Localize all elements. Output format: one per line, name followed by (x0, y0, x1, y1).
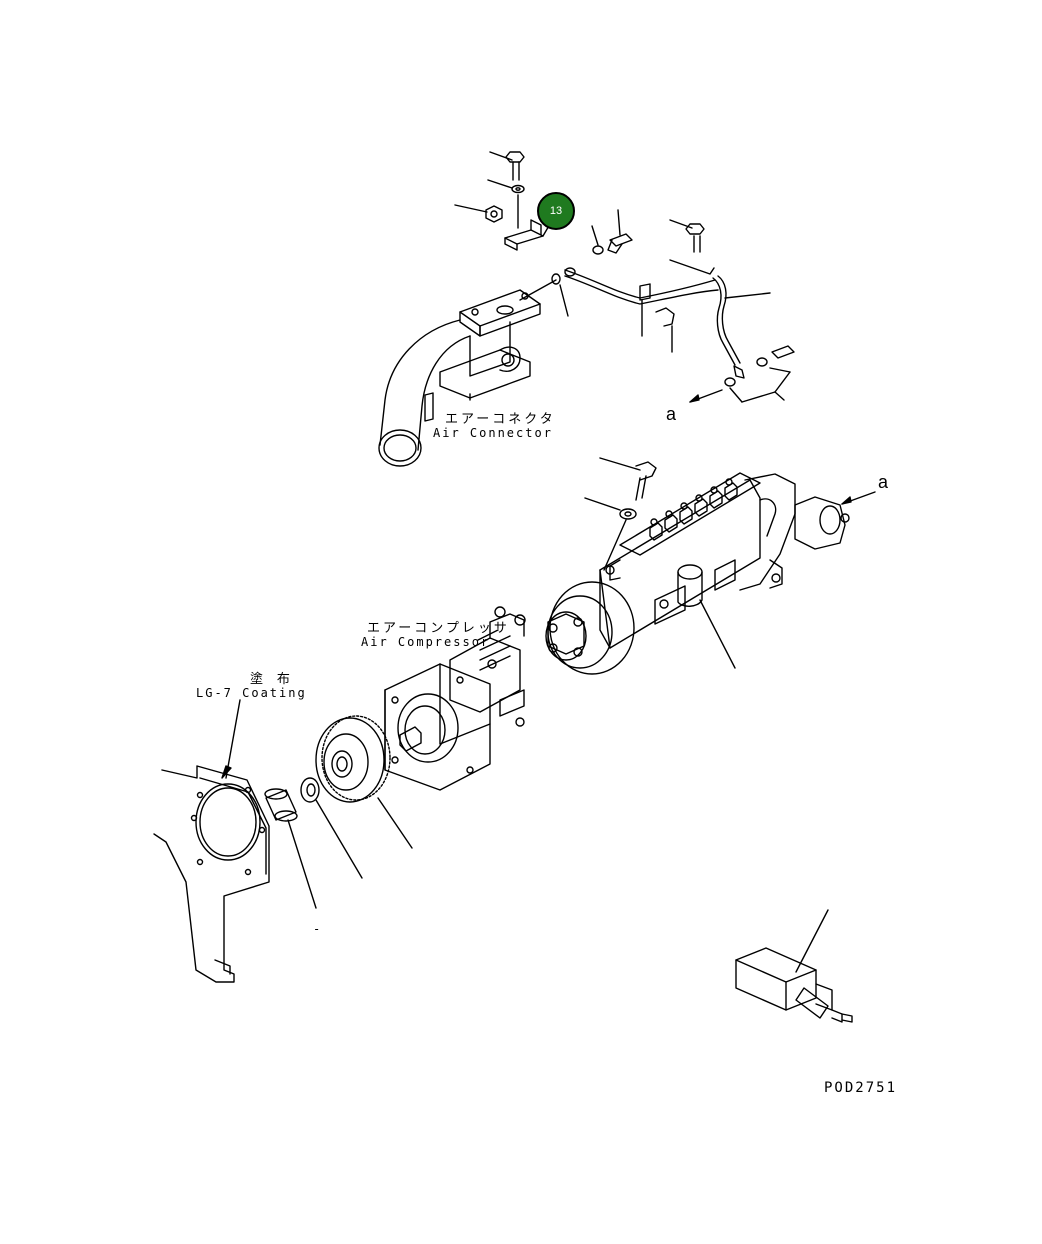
coating-label-en: LG-7 Coating (196, 686, 307, 700)
bushing (264, 788, 317, 909)
ref-label-a-left: a (666, 404, 677, 424)
dash-mark: - (313, 922, 323, 936)
mid-bolt (655, 307, 675, 353)
top-bolt (489, 151, 525, 181)
gasket-plate (153, 699, 270, 983)
ref-arrow-right (841, 491, 876, 505)
air-compressor-part (384, 606, 526, 791)
fuel-injection-pump (545, 472, 850, 675)
air-compressor-label-jp: エアーコンプレッサ (367, 621, 510, 636)
drive-gear (315, 715, 413, 849)
air-connector-label-en: Air Connector (433, 426, 553, 440)
drawing-code: POD2751 (824, 1080, 898, 1096)
pump-bolt (599, 457, 657, 501)
air-connector-label-jp: エアーコネクタ (445, 412, 556, 427)
pump-washer (584, 497, 637, 571)
oil-tube (564, 259, 771, 379)
bracket-bolt (607, 209, 633, 254)
bracket-washer (591, 225, 604, 255)
coating-label-jp: 塗 布 (250, 672, 293, 687)
clip-bolt (669, 219, 705, 253)
gear-washer (300, 777, 363, 879)
ref-arrow-left (689, 389, 723, 403)
ref-label-a-right: a (878, 472, 889, 492)
air-connector-part (378, 273, 569, 467)
air-compressor-label-en: Air Compressor (361, 635, 491, 649)
top-washer (487, 179, 525, 194)
special-tool (735, 909, 853, 1023)
top-nut (454, 204, 503, 223)
lower-right-fasteners (724, 345, 795, 403)
callout-marker-13[interactable]: 13 (537, 192, 575, 230)
callout-number: 13 (549, 205, 563, 217)
